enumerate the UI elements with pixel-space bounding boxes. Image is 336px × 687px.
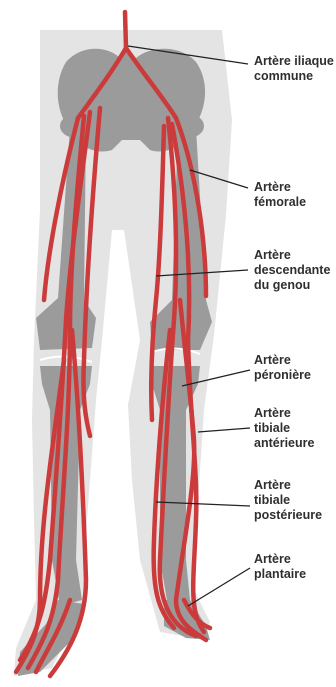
leader-plantaire [188, 568, 250, 606]
aorta [125, 12, 126, 48]
label-arteria-tibiale-posterieure: Artère tibiale postérieure [254, 478, 322, 523]
label-arteria-plantaire: Artère plantaire [254, 552, 306, 582]
label-arteria-peroniere: Artère péronière [254, 353, 311, 383]
label-arteria-femorale: Artère fémorale [254, 180, 306, 210]
leader-tibiale-anterieure [198, 428, 250, 432]
label-arteria-iliaque: Artère iliaque commune [254, 54, 334, 84]
label-arteria-genou: Artère descendante du genou [254, 248, 330, 293]
label-arteria-tibiale-anterieure: Artère tibiale antérieure [254, 406, 314, 451]
